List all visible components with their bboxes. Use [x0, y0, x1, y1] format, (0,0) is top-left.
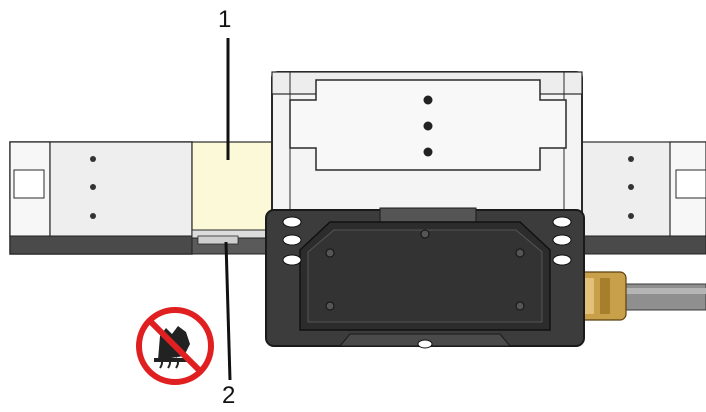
hose-fitting: [577, 271, 706, 321]
leader-line-2: [224, 241, 232, 381]
highlighted-part-1: [191, 141, 273, 255]
callout-label-2: 2: [222, 382, 236, 409]
callout-label-1: 1: [218, 6, 232, 33]
top-housing: [271, 71, 583, 221]
no-touch-hot-surface-icon: [136, 307, 214, 385]
left-rail: [9, 141, 193, 255]
right-rail: [579, 141, 706, 255]
carriage-base: [265, 207, 585, 349]
